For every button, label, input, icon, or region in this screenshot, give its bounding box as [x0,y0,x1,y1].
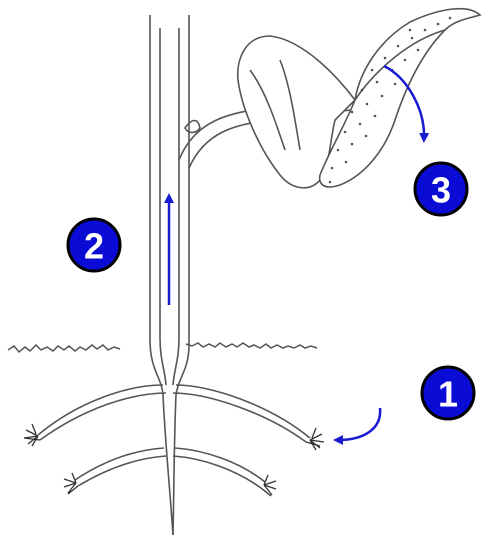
root-absorption-arrow [338,408,380,440]
marker-3-label: 3 [431,170,451,211]
roots [38,385,310,535]
soil-surface-line [8,343,317,352]
marker-2-label: 2 [84,226,104,267]
marker-3: 3 [415,163,467,215]
marker-1: 1 [422,367,474,419]
leaf [238,9,480,188]
marker-1-label: 1 [438,374,458,415]
marker-2: 2 [68,219,120,271]
